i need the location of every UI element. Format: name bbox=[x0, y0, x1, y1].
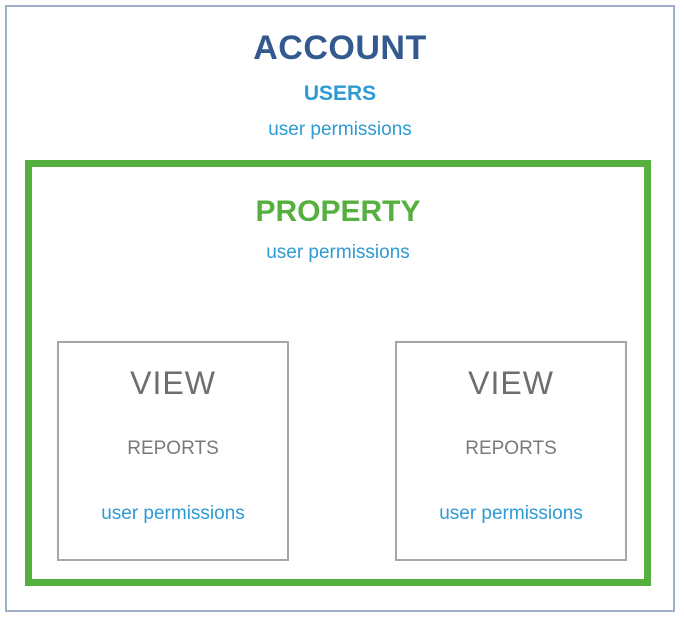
view-reports-label: REPORTS bbox=[465, 438, 557, 459]
view-reports-label: REPORTS bbox=[127, 438, 219, 459]
view-user-permissions: user permissions bbox=[101, 503, 245, 524]
property-user-permissions: user permissions bbox=[266, 242, 410, 263]
property-box: PROPERTY user permissions VIEW REPORTS u… bbox=[25, 160, 651, 586]
account-user-permissions: user permissions bbox=[268, 119, 412, 140]
users-label: USERS bbox=[303, 82, 377, 105]
view-title: VIEW bbox=[130, 365, 216, 401]
view-box-right: VIEW REPORTS user permissions bbox=[395, 341, 627, 561]
view-title: VIEW bbox=[468, 365, 554, 401]
account-title: ACCOUNT bbox=[253, 29, 427, 67]
view-user-permissions: user permissions bbox=[439, 503, 583, 524]
property-title: PROPERTY bbox=[255, 195, 421, 228]
view-box-left: VIEW REPORTS user permissions bbox=[57, 341, 289, 561]
